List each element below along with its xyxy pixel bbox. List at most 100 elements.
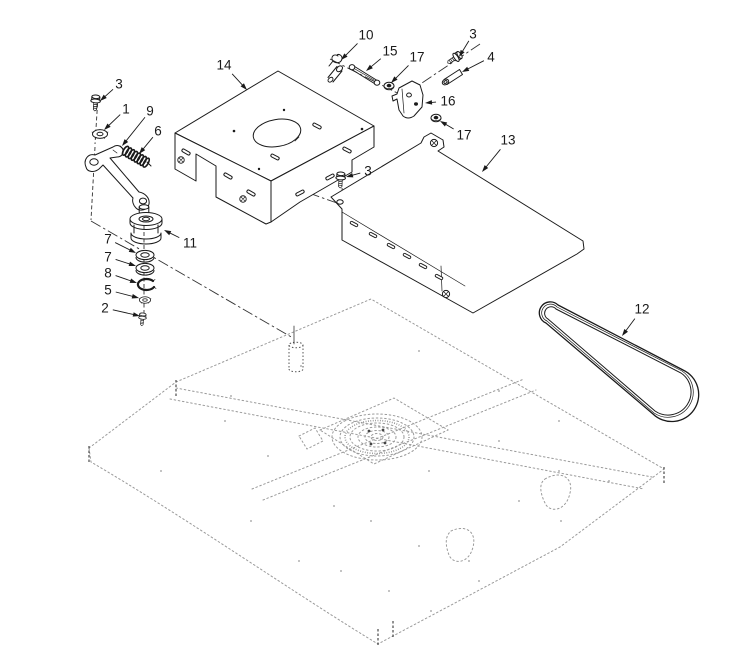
callout-label: 3: [115, 77, 123, 92]
callout-14-4: 14: [216, 58, 247, 90]
callout-arrowhead: [122, 139, 129, 146]
callout-label: 14: [216, 58, 232, 73]
callout-label: 12: [634, 302, 649, 317]
callout-label: 13: [500, 133, 515, 148]
callout-arrowhead: [139, 147, 146, 154]
nut-17-b: [430, 113, 442, 123]
extension-spring-6: [119, 145, 152, 168]
callout-arrowhead: [128, 247, 136, 253]
callout-arrowhead: [131, 294, 139, 299]
rod-15: [348, 64, 381, 86]
callout-label: 7: [104, 250, 112, 265]
callout-10-5: 10: [341, 28, 374, 60]
callout-11-14: 11: [164, 230, 197, 251]
callout-leader: [115, 291, 136, 298]
deck-blade-shape: [445, 527, 475, 562]
callout-arrowhead: [482, 165, 489, 172]
callout-label: 15: [382, 44, 397, 59]
spindle-plate: [318, 397, 450, 465]
washer-5: [138, 296, 152, 304]
bracket-16: [391, 80, 424, 119]
snap-ring-8: [136, 277, 157, 292]
callout-label: 10: [358, 28, 373, 43]
callout-leader: [465, 60, 485, 71]
mower-deck-phantom: [88, 298, 665, 646]
callout-arrowhead: [440, 121, 448, 127]
callout-3-0: 3: [100, 77, 123, 101]
callout-leader: [393, 65, 409, 81]
callout-label: 4: [487, 50, 495, 65]
idler-arm-9: [84, 145, 150, 215]
deck-blade-shape: [540, 474, 572, 510]
callout-arrowhead: [459, 49, 465, 57]
belt-cover-14: [174, 70, 375, 225]
callout-15-6: 15: [366, 44, 398, 71]
callout-arrowhead: [129, 278, 137, 283]
callout-arrowhead: [164, 230, 172, 236]
plate-screw: [429, 138, 439, 148]
clevis-pin-10: [327, 54, 343, 83]
callout-label: 5: [104, 283, 112, 298]
callout-3-13: 3: [346, 164, 372, 179]
callout-arrowhead: [391, 76, 398, 83]
callout-9-2: 9: [122, 104, 154, 146]
deck-outline: [88, 298, 665, 645]
callout-16-10: 16: [425, 94, 456, 109]
bolt-2: [137, 312, 148, 327]
cover-screw: [177, 156, 185, 164]
callout-4-9: 4: [462, 50, 495, 72]
callout-13-12: 13: [482, 133, 516, 172]
cover-plate-13: [330, 132, 585, 314]
callout-leader: [112, 309, 137, 316]
deck-spindle-pulley: [331, 413, 423, 461]
callout-arrowhead: [128, 261, 136, 267]
cover-center-hole: [252, 118, 302, 148]
spacer-4: [441, 69, 463, 86]
callout-label: 17: [409, 50, 424, 65]
callout-arrowhead: [366, 64, 373, 71]
bearing-7-upper: [135, 249, 155, 263]
deck-rails: [169, 378, 653, 501]
deck-bracket-shape: [298, 427, 324, 450]
callout-label: 16: [440, 94, 455, 109]
callout-label: 7: [104, 232, 112, 247]
callout-arrowhead: [104, 123, 111, 130]
callout-leader: [124, 116, 146, 144]
callout-arrowhead: [100, 94, 107, 101]
callout-leader: [343, 43, 358, 58]
callout-arrowhead: [462, 66, 470, 72]
callout-8-17: 8: [104, 266, 137, 283]
callout-label: 3: [364, 164, 372, 179]
callout-2-19: 2: [101, 301, 140, 317]
deck-corner-ticks: [88, 380, 665, 646]
callout-1-1: 1: [104, 102, 130, 130]
washer-1: [91, 129, 109, 139]
callout-arrowhead: [622, 329, 629, 336]
plate-tab-hole: [336, 199, 344, 205]
deck-post: [288, 341, 304, 373]
callout-label: 9: [146, 104, 154, 119]
callout-leader: [115, 275, 134, 283]
callout-arrowhead: [346, 172, 354, 178]
bolt-3-a: [89, 94, 102, 112]
callout-7-15: 7: [104, 232, 136, 253]
callout-label: 8: [104, 266, 112, 281]
callout-leader: [106, 114, 121, 128]
callout-label: 2: [101, 301, 109, 316]
callout-arrowhead: [425, 100, 433, 105]
callout-arrowhead: [341, 53, 348, 60]
bearing-7-lower: [135, 262, 155, 276]
callout-leader: [484, 149, 501, 170]
callout-12-20: 12: [622, 302, 650, 336]
callout-leader: [114, 242, 133, 252]
callout-5-18: 5: [104, 283, 139, 299]
callout-label: 1: [122, 102, 130, 117]
callout-3-8: 3: [459, 27, 477, 57]
callout-7-16: 7: [104, 250, 136, 267]
v-belt-12: [538, 301, 700, 423]
callout-17-7: 17: [391, 50, 425, 83]
callout-label: 11: [183, 236, 197, 251]
callout-17-11: 17: [440, 121, 472, 143]
